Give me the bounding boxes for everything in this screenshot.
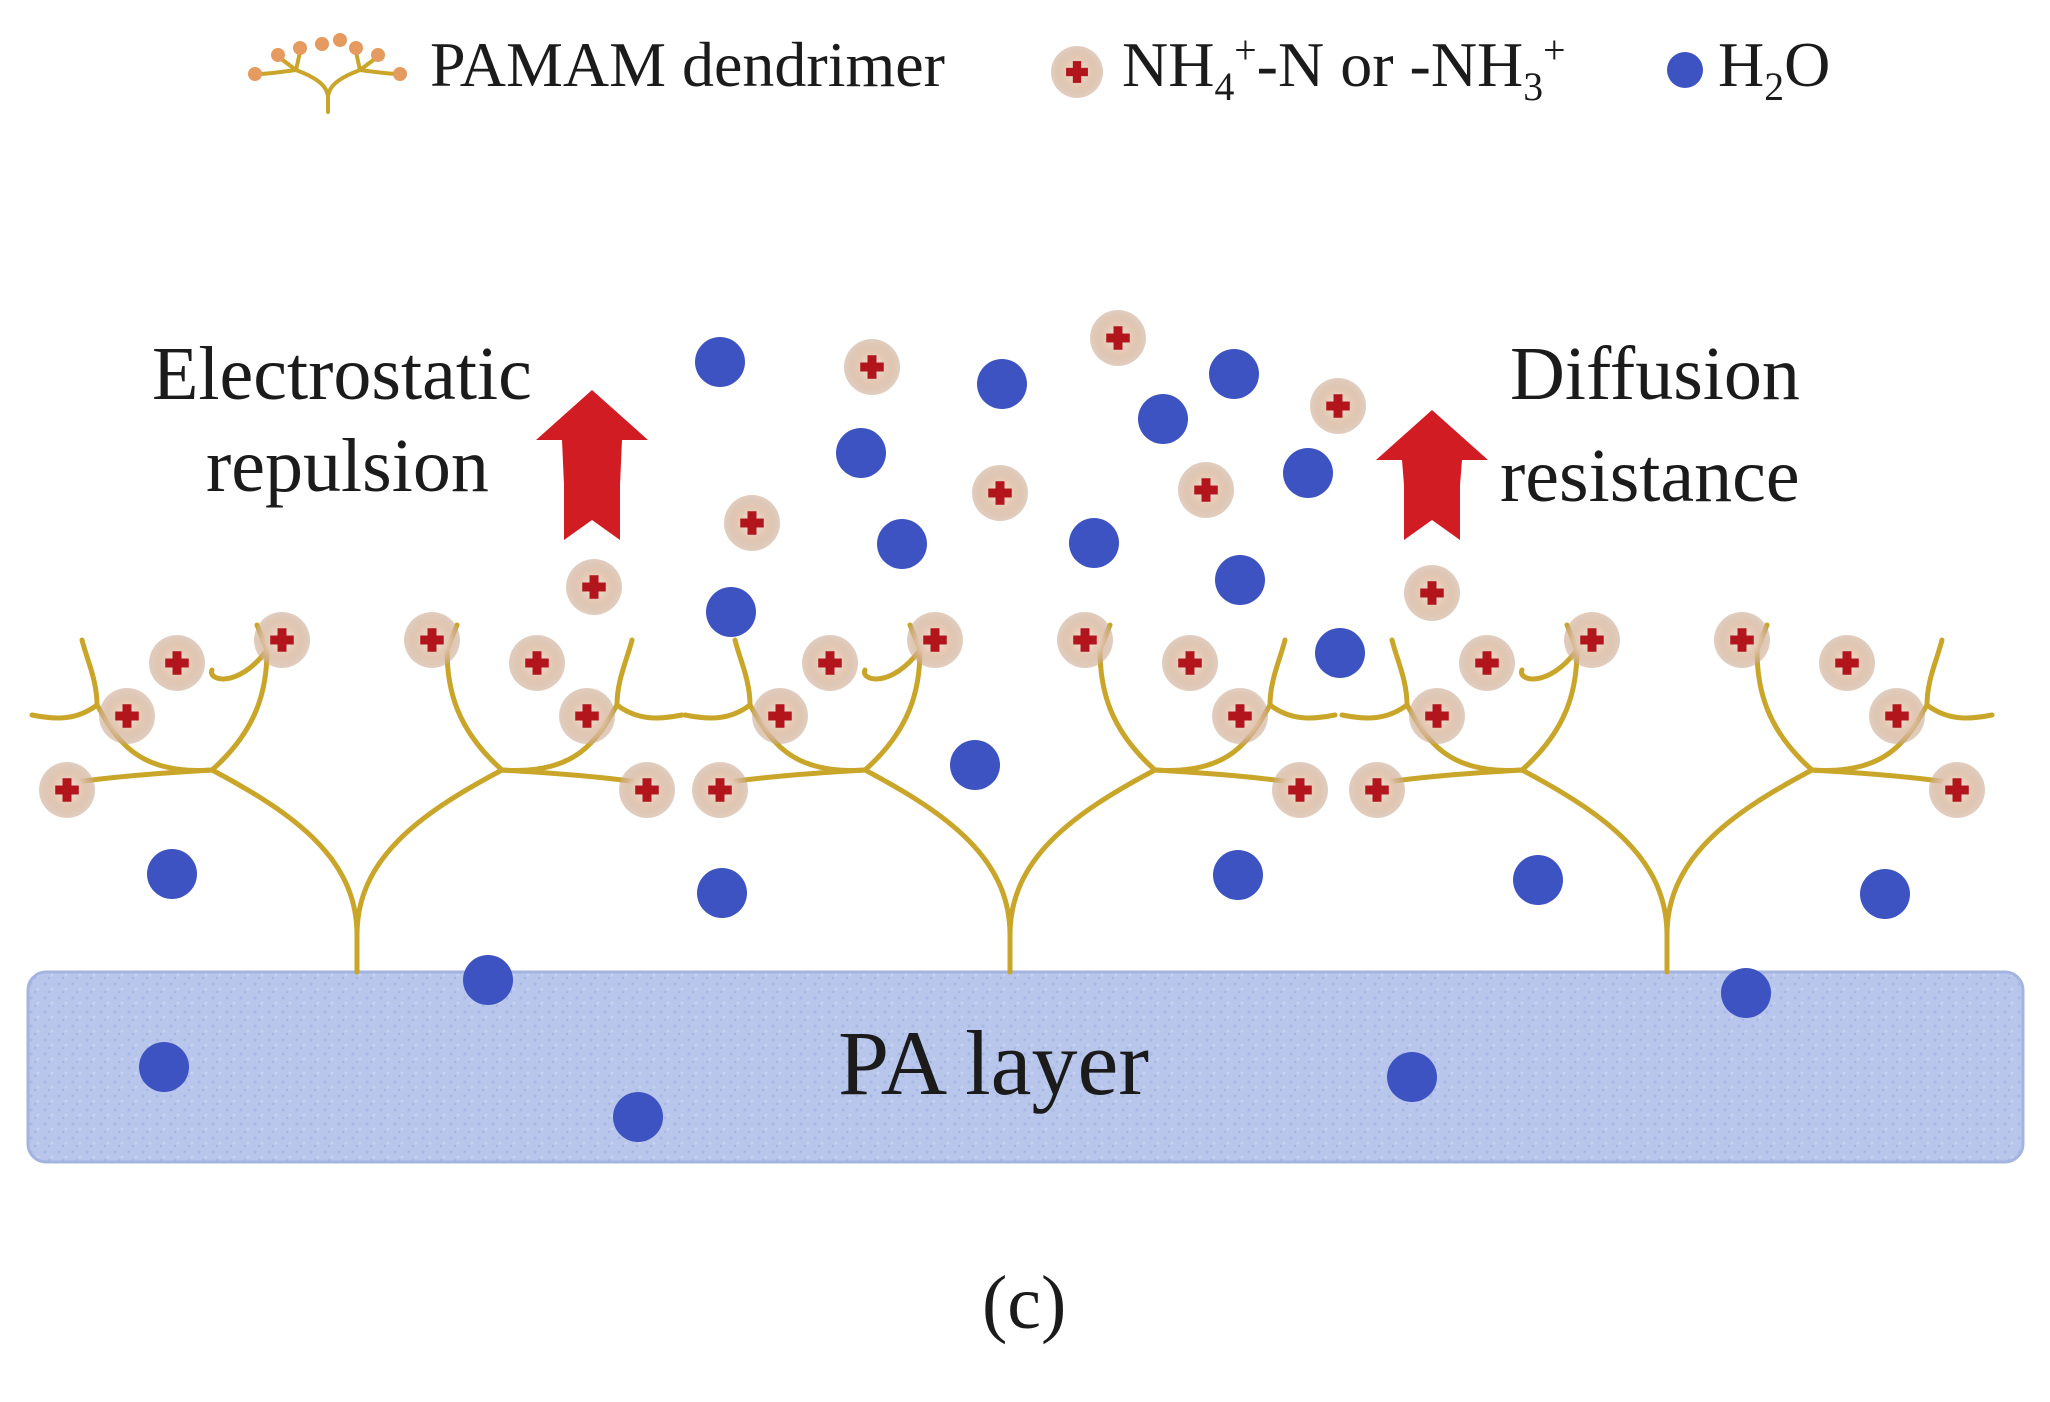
annotation-electrostatic: Electrostatic: [152, 332, 532, 416]
plus-ion-icon: [509, 635, 565, 691]
dendrimer-2: [682, 612, 1338, 975]
water-molecule-icon: [613, 1092, 663, 1142]
ion-legend-icon: [1051, 46, 1103, 98]
water-molecule-icon: [1069, 518, 1119, 568]
pa-layer: [26, 970, 2025, 1164]
plus-ion-icon: [149, 635, 205, 691]
water-molecule-icon: [1860, 869, 1910, 919]
plus-ion-icon: [692, 762, 748, 818]
plus-ion-icon: [752, 688, 808, 744]
pa-layer-label: PA layer: [838, 1012, 1149, 1114]
plus-ion-icon: [1162, 635, 1218, 691]
water-molecule-icon: [836, 428, 886, 478]
water-molecule-icon: [1215, 555, 1265, 605]
plus-ion-icon: [1819, 635, 1875, 691]
up-arrow-icon-left: [536, 390, 648, 540]
plus-ion-icon: [1404, 565, 1460, 621]
water-molecule-icon: [139, 1042, 189, 1092]
water-molecule-icon: [877, 519, 927, 569]
water-molecule-icon: [1283, 448, 1333, 498]
plus-ion-icon: [1929, 762, 1985, 818]
plus-ion-icon: [1212, 688, 1268, 744]
water-molecule-icon: [950, 740, 1000, 790]
plus-ion-icon: [1564, 612, 1620, 668]
water-legend-icon: [1667, 52, 1703, 88]
plus-ion-icon: [1349, 762, 1405, 818]
plus-ion-icon: [1459, 635, 1515, 691]
water-molecule-icon: [697, 868, 747, 918]
plus-ion-icon: [907, 612, 963, 668]
plus-ion-icon: [1409, 688, 1465, 744]
water-molecule-icon: [1213, 850, 1263, 900]
up-arrow-icon-right: [1376, 410, 1488, 540]
legend-ion-label: NH4+-N or -NH3+: [1122, 28, 1566, 109]
legend-water-label: H2O: [1718, 29, 1831, 109]
molecules-group: [139, 310, 1910, 1142]
water-molecule-icon: [1209, 349, 1259, 399]
plus-ion-icon: [1310, 378, 1366, 434]
annotation-diffusion: Diffusion: [1510, 332, 1800, 416]
plus-ion-icon: [404, 612, 460, 668]
water-molecule-icon: [1721, 968, 1771, 1018]
plus-ion-icon: [566, 559, 622, 615]
plus-ion-icon: [254, 612, 310, 668]
plus-ion-icon: [844, 339, 900, 395]
plus-ion-icon: [1869, 688, 1925, 744]
plus-ion-icon: [1272, 762, 1328, 818]
water-molecule-icon: [977, 359, 1027, 409]
legend-icons: [248, 33, 1703, 114]
annotation-resistance: resistance: [1500, 434, 1800, 518]
plus-ion-icon: [39, 762, 95, 818]
dendrimer-group: [29, 612, 1995, 975]
water-molecule-icon: [1387, 1052, 1437, 1102]
plus-ion-icon: [99, 688, 155, 744]
plus-ion-icon: [972, 465, 1028, 521]
water-molecule-icon: [1513, 855, 1563, 905]
water-molecule-icon: [1315, 628, 1365, 678]
plus-ion-icon: [619, 762, 675, 818]
dendrimer-1: [29, 612, 685, 975]
water-molecule-icon: [695, 337, 745, 387]
dendrimer-3: [1339, 612, 1995, 975]
plus-ion-icon: [559, 688, 615, 744]
water-molecule-icon: [706, 587, 756, 637]
plus-ion-icon: [1714, 612, 1770, 668]
plus-ion-icon: [1090, 310, 1146, 366]
plus-ion-icon: [1178, 462, 1234, 518]
plus-ion-icon: [1057, 612, 1113, 668]
plus-ion-icon: [724, 495, 780, 551]
water-molecule-icon: [1138, 394, 1188, 444]
water-molecule-icon: [463, 955, 513, 1005]
annotation-repulsion: repulsion: [206, 424, 489, 508]
legend-dendrimer-label: PAMAM dendrimer: [430, 29, 945, 100]
water-molecule-icon: [147, 849, 197, 899]
plus-ion-icon: [802, 635, 858, 691]
dendrimer-legend-icon: [248, 33, 407, 114]
figure-caption: (c): [982, 1261, 1067, 1345]
